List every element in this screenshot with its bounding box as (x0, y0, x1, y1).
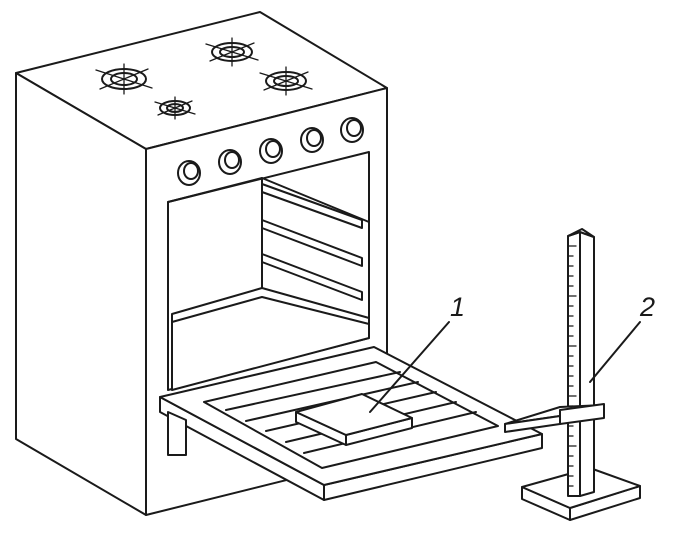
rack-rail-3 (261, 253, 363, 301)
rack-rail-1 (261, 183, 363, 229)
stove-left-side (15, 72, 147, 516)
burners (95, 37, 313, 120)
knob-5 (340, 117, 364, 143)
stand-clamp (559, 403, 605, 425)
rack-support (167, 411, 187, 456)
leader-line-1 (369, 321, 450, 413)
sample-plate (295, 393, 413, 446)
oven-floor (171, 287, 370, 391)
knob-3 (259, 138, 283, 164)
burner-front-left (95, 63, 153, 95)
burner-right (259, 66, 313, 96)
callout-2: 2 (589, 292, 655, 383)
knob-2 (218, 149, 242, 175)
stand-pole-top (567, 228, 595, 238)
callout-1: 1 (369, 292, 465, 413)
label-1: 1 (450, 292, 465, 322)
rack-rails (261, 183, 363, 301)
burner-small (154, 96, 196, 120)
stand-pole-side (579, 231, 595, 497)
ruler-ticks (567, 245, 577, 487)
knob-4 (300, 127, 324, 153)
measuring-stand (504, 228, 641, 521)
control-knobs (177, 117, 364, 186)
knob-1 (177, 160, 201, 186)
rack-rail-2 (261, 219, 363, 267)
leader-line-2 (589, 321, 641, 383)
plate-top (295, 393, 413, 436)
burner-back (205, 37, 259, 67)
label-2: 2 (639, 292, 655, 322)
